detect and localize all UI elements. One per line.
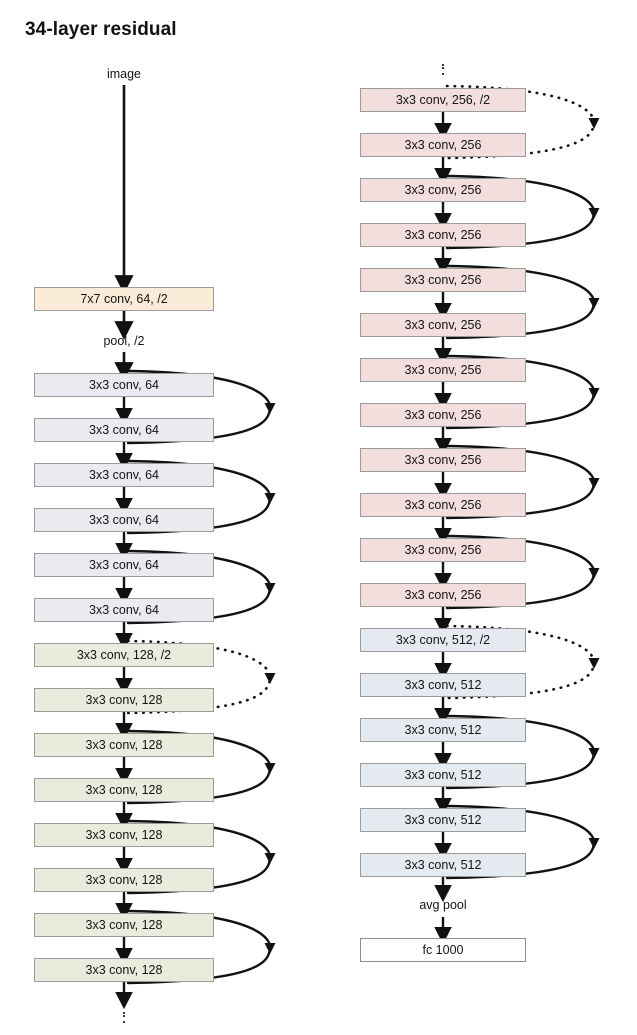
shortcut-arrowhead	[264, 943, 276, 954]
node-right-13: 3x3 conv, 512	[360, 673, 526, 697]
node-right-10: 3x3 conv, 256	[360, 538, 526, 562]
node-right-17: 3x3 conv, 512	[360, 853, 526, 877]
node-right-16: 3x3 conv, 512	[360, 808, 526, 832]
node-right-14: 3x3 conv, 512	[360, 718, 526, 742]
image-label: image	[106, 67, 142, 81]
node-right-12: 3x3 conv, 512, /2	[360, 628, 526, 652]
node-right-9: 3x3 conv, 256	[360, 493, 526, 517]
node-right-5: 3x3 conv, 256	[360, 313, 526, 337]
shortcut-arrowhead	[588, 208, 600, 219]
shortcut-arrowhead	[588, 118, 600, 129]
shortcut-arrowhead	[264, 493, 276, 504]
node-stem-conv: 7x7 conv, 64, /2	[34, 287, 214, 311]
shortcut-arrowhead	[588, 568, 600, 579]
node-left-10: 3x3 conv, 128	[34, 823, 214, 847]
right-column-ellipsis: ...	[441, 54, 445, 78]
node-right-4: 3x3 conv, 256	[360, 268, 526, 292]
shortcut-arrowhead	[588, 298, 600, 309]
node-left-12: 3x3 conv, 128	[34, 913, 214, 937]
shortcut-arrowhead	[588, 388, 600, 399]
shortcut-arrowhead	[588, 478, 600, 489]
node-right-15: 3x3 conv, 512	[360, 763, 526, 787]
node-fc: fc 1000	[360, 938, 526, 962]
node-right-3: 3x3 conv, 256	[360, 223, 526, 247]
left-column-ellipsis: ...	[122, 1002, 126, 1026]
node-right-7: 3x3 conv, 256	[360, 403, 526, 427]
node-left-3: 3x3 conv, 64	[34, 508, 214, 532]
node-right-8: 3x3 conv, 256	[360, 448, 526, 472]
node-left-6: 3x3 conv, 128, /2	[34, 643, 214, 667]
node-right-1: 3x3 conv, 256	[360, 133, 526, 157]
node-right-2: 3x3 conv, 256	[360, 178, 526, 202]
node-left-7: 3x3 conv, 128	[34, 688, 214, 712]
shortcut-arrowhead	[264, 853, 276, 864]
node-left-8: 3x3 conv, 128	[34, 733, 214, 757]
node-left-1: 3x3 conv, 64	[34, 418, 214, 442]
node-left-4: 3x3 conv, 64	[34, 553, 214, 577]
avg-pool-label: avg pool	[419, 898, 467, 912]
page-title: 34-layer residual	[25, 19, 177, 40]
shortcut-arrowhead	[588, 748, 600, 759]
pool-label: pool, /2	[103, 334, 145, 348]
node-left-13: 3x3 conv, 128	[34, 958, 214, 982]
node-left-5: 3x3 conv, 64	[34, 598, 214, 622]
shortcut-arrowhead	[264, 403, 276, 414]
node-left-0: 3x3 conv, 64	[34, 373, 214, 397]
shortcut-arrowhead	[588, 658, 600, 669]
node-left-11: 3x3 conv, 128	[34, 868, 214, 892]
shortcut-arrowhead	[588, 838, 600, 849]
shortcut-arrowhead	[264, 763, 276, 774]
node-left-9: 3x3 conv, 128	[34, 778, 214, 802]
node-left-2: 3x3 conv, 64	[34, 463, 214, 487]
node-right-0: 3x3 conv, 256, /2	[360, 88, 526, 112]
shortcut-arrowhead	[264, 583, 276, 594]
node-right-6: 3x3 conv, 256	[360, 358, 526, 382]
node-right-11: 3x3 conv, 256	[360, 583, 526, 607]
shortcut-arrowhead	[264, 673, 276, 684]
